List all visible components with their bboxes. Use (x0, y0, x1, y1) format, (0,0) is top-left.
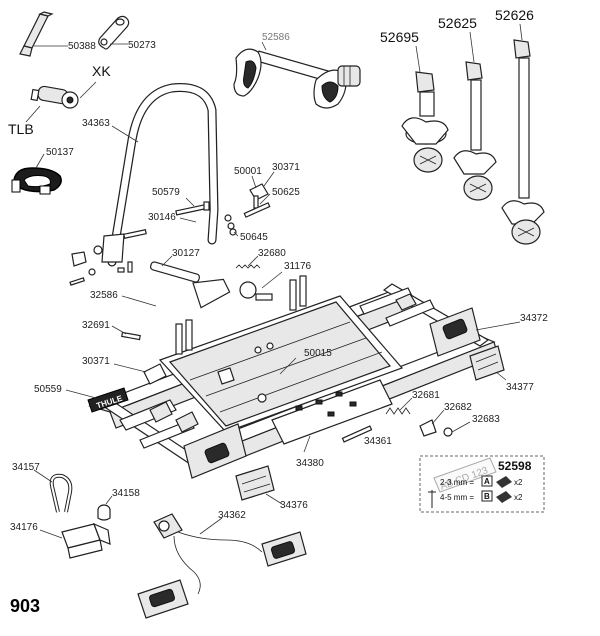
rubber-strap-part (49, 473, 73, 513)
label-50559: 50559 (34, 384, 62, 395)
label-50625: 50625 (272, 187, 300, 198)
kit-row1-text: 2-3 mm = (440, 478, 474, 487)
kit-row1-qty: x2 (514, 478, 523, 487)
label-50015: 50015 (304, 348, 332, 359)
cap-part (97, 504, 111, 521)
label-34377: 34377 (506, 382, 534, 393)
label-34362: 34362 (218, 510, 246, 521)
label-34372: 34372 (520, 313, 548, 324)
label-52586-top: 52586 (262, 32, 290, 43)
label-50137: 50137 (46, 147, 74, 158)
label-tlb: TLB (8, 121, 34, 137)
frame-holder-long (501, 39, 545, 245)
label-34380: 34380 (296, 458, 324, 469)
label-32680: 32680 (258, 248, 286, 259)
label-32691: 32691 (82, 320, 110, 331)
label-34363: 34363 (82, 118, 110, 129)
carrier-platform: THULE (87, 275, 499, 479)
label-34176: 34176 (10, 522, 38, 533)
label-30146: 30146 (148, 212, 176, 223)
label-50001: 50001 (234, 166, 262, 177)
tail-light-lens-right (469, 345, 505, 381)
small-hardware-group (69, 183, 273, 341)
label-50579: 50579 (152, 187, 180, 198)
label-34157: 34157 (12, 462, 40, 473)
strap-part (11, 167, 62, 195)
frame-holder-medium (453, 61, 497, 201)
label-34361: 34361 (364, 436, 392, 447)
bolt-part (341, 425, 373, 443)
kit-row1-letter: A (484, 477, 490, 486)
bracket-part (61, 522, 111, 559)
label-31176: 31176 (284, 261, 312, 272)
label-34158: 34158 (112, 488, 140, 499)
model-number: 903 (10, 596, 40, 616)
kit-row2-qty: x2 (514, 493, 523, 502)
label-52695: 52695 (380, 29, 419, 45)
label-32682: 32682 (444, 402, 472, 413)
label-50645: 50645 (240, 232, 268, 243)
label-52625: 52625 (438, 15, 477, 31)
label-50388: 50388 (68, 41, 96, 52)
wheel-holder-arm-top (233, 48, 361, 109)
key-tag-part (98, 15, 130, 50)
label-32586-mid: 32586 (90, 290, 118, 301)
spring-knob-group (385, 407, 453, 437)
allen-key-part (19, 11, 54, 57)
tail-light-lens-left (235, 465, 275, 501)
label-32681: 32681 (412, 390, 440, 401)
wiring-harness-part (137, 513, 307, 619)
frame-arch-part (101, 82, 219, 267)
lock-cylinder-part (30, 85, 79, 109)
label-30371-top: 30371 (272, 162, 300, 173)
label-50273: 50273 (128, 40, 156, 51)
label-34376: 34376 (280, 500, 308, 511)
kit-row2-text: 4-5 mm = (440, 493, 474, 502)
label-32683: 32683 (472, 414, 500, 425)
label-52626: 52626 (495, 7, 534, 23)
frame-holder-short (401, 71, 449, 173)
label-30371-mid: 30371 (82, 356, 110, 367)
label-30127: 30127 (172, 248, 200, 259)
label-xk: XK (92, 63, 111, 79)
label-52598: 52598 (498, 459, 532, 473)
kit-row2-letter: B (484, 492, 490, 501)
plate-kit-box: AB CD 123 2-3 mm = A x2 4-5 mm = B x2 (419, 455, 545, 513)
